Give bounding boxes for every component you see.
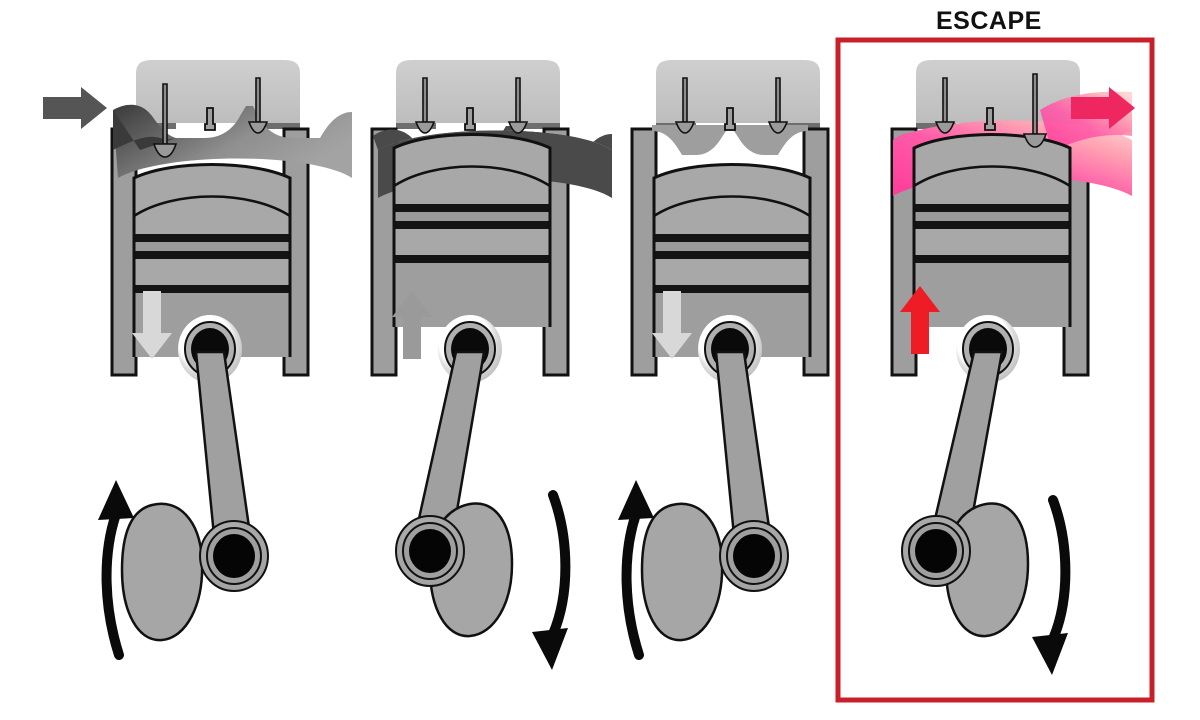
panel-compression [370, 60, 612, 670]
spark-plug [724, 107, 736, 131]
panel-power [618, 60, 830, 660]
cylinder-head [656, 60, 820, 129]
intake-air-arrow-icon [43, 87, 107, 129]
crank-rotation-arrow-icon [98, 480, 134, 660]
cylinder-head [396, 60, 560, 129]
crank-rotation-arrow-icon [618, 480, 654, 660]
panel-intake [43, 60, 352, 660]
spark-plug [984, 107, 996, 131]
crank-rotation-arrow-icon [532, 490, 571, 670]
panel-escape [890, 60, 1135, 675]
crank-journal [199, 520, 269, 592]
crank-journal [719, 520, 789, 592]
intake-charge-gas [113, 104, 352, 178]
crank-journal [395, 515, 465, 587]
escape-highlight-box [835, 37, 1155, 703]
spark-plug [204, 107, 216, 131]
spark-plug [464, 107, 476, 131]
crank-journal [901, 515, 971, 587]
escape-title-label: ESCAPE [936, 7, 1042, 35]
crank-web [640, 502, 724, 642]
cylinder-head [136, 60, 300, 129]
crank-web [120, 502, 204, 642]
crank-rotation-arrow-icon [1032, 495, 1071, 675]
piston [912, 133, 1072, 329]
